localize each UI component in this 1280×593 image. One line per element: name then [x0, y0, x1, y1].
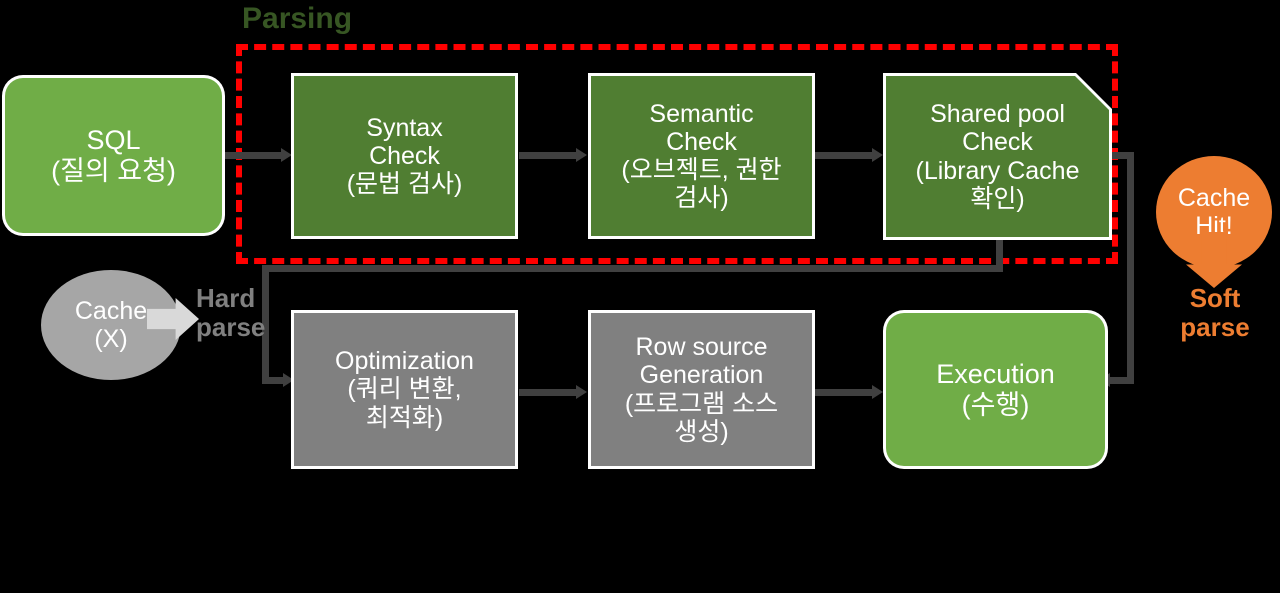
- connector-sql-to-syntax-arrowhead: [281, 148, 292, 162]
- node-row-source-generation-line3: (프로그램 소스: [624, 389, 779, 418]
- connector-rowsource-to-execution: [815, 389, 873, 396]
- node-cache-miss-line1: Cache: [74, 296, 148, 325]
- connector-hardparse-horizontal: [262, 265, 1003, 272]
- node-semantic-check[interactable]: Semantic Check (오브젝트, 권한 검사): [591, 76, 812, 236]
- node-shared-pool-check-line2: Check: [962, 128, 1033, 157]
- node-optimization-line3: 최적화): [365, 403, 444, 432]
- node-syntax-check-line3: (문법 검사): [346, 170, 463, 199]
- node-cache-miss-line2: (X): [94, 325, 128, 353]
- connector-syntax-to-semantic: [519, 152, 577, 159]
- connector-sharedpool-right-stub: [1110, 152, 1134, 159]
- connector-optimization-to-rowsource-arrowhead: [576, 385, 587, 399]
- hard-parse-label: Hard parse: [196, 283, 266, 342]
- soft-parse-label: Soft parse: [1180, 283, 1250, 342]
- connector-sharedpool-down-stub: [996, 236, 1003, 270]
- node-sql-line1: SQL: [86, 125, 141, 155]
- node-optimization[interactable]: Optimization (쿼리 변환, 최적화): [294, 313, 515, 466]
- connector-hardparse-arrowhead: [283, 373, 294, 387]
- node-row-source-generation-line4: 생성): [674, 417, 729, 446]
- node-execution-line1: Execution: [936, 359, 1055, 389]
- node-semantic-check-line1: Semantic: [649, 99, 754, 128]
- node-optimization-line2: (쿼리 변환,: [347, 375, 462, 404]
- node-row-source-generation-line1: Row source: [635, 333, 768, 361]
- connector-optimization-to-rowsource: [519, 389, 577, 396]
- node-row-source-generation[interactable]: Row source Generation (프로그램 소스 생성): [591, 313, 812, 466]
- node-syntax-check[interactable]: Syntax Check (문법 검사): [294, 76, 515, 236]
- connector-syntax-to-semantic-arrowhead: [576, 148, 587, 162]
- connector-sql-to-syntax: [225, 152, 283, 159]
- connector-semantic-to-sharedpool-arrowhead: [872, 148, 883, 162]
- connector-semantic-to-sharedpool: [815, 152, 873, 159]
- connector-softparse-into-execution: [1108, 377, 1134, 384]
- connector-hardparse-vertical: [262, 265, 269, 377]
- connector-softparse-vertical: [1127, 152, 1134, 380]
- node-shared-pool-check[interactable]: Shared pool Check (Library Cache 확인): [886, 76, 1109, 237]
- node-sql[interactable]: SQL (질의 요청): [5, 78, 222, 233]
- node-semantic-check-line2: Check: [666, 127, 737, 156]
- node-shared-pool-check-line3: (Library Cache: [915, 156, 1080, 185]
- connector-hardparse-into-optimization: [262, 377, 286, 384]
- node-syntax-check-line1: Syntax: [366, 113, 443, 142]
- node-execution-line2: (수행): [961, 389, 1030, 420]
- node-row-source-generation-line2: Generation: [639, 361, 764, 390]
- node-semantic-check-line4: 검사): [674, 184, 729, 213]
- node-shared-pool-check-line1: Shared pool: [930, 100, 1065, 128]
- node-execution[interactable]: Execution (수행): [886, 313, 1105, 466]
- parsing-label: Parsing: [242, 2, 353, 35]
- node-syntax-check-line2: Check: [369, 141, 440, 170]
- node-shared-pool-check-line4: 확인): [970, 184, 1025, 213]
- node-optimization-line1: Optimization: [335, 347, 474, 376]
- node-cache-hit[interactable]: Cache Hit!: [1156, 156, 1272, 268]
- node-semantic-check-line3: (오브젝트, 권한: [621, 156, 782, 184]
- node-cache-hit-line1: Cache: [1177, 183, 1251, 212]
- node-sql-line2: (질의 요청): [51, 155, 176, 186]
- connector-rowsource-to-execution-arrowhead: [872, 385, 883, 399]
